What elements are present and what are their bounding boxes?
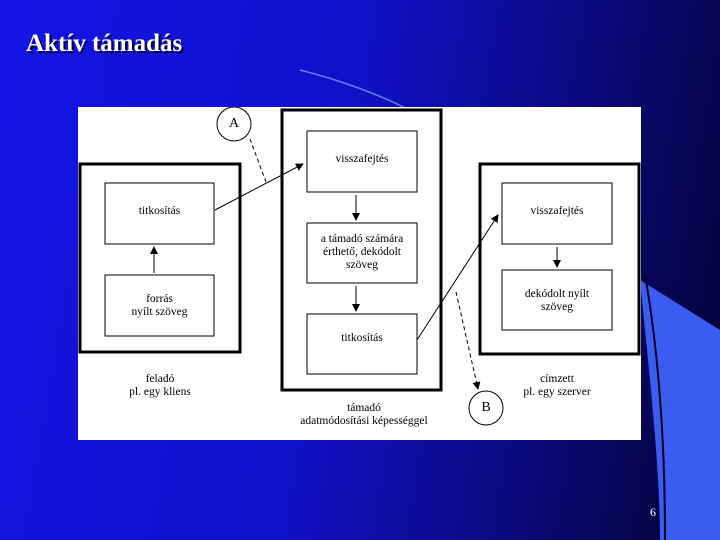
dashed-line-a <box>249 138 267 183</box>
dashed-arrow-b <box>455 291 481 390</box>
receiver-caption-line-2: pl. egy szerver <box>523 386 591 398</box>
attacker-readable-box <box>306 222 418 284</box>
attacker-caption-line-1: támadó <box>347 402 381 414</box>
receiver-plain-line-2: szöveg <box>541 301 573 313</box>
sender-source-box <box>104 274 215 337</box>
receiver-plain-line-1: dekódolt nyílt <box>524 288 590 300</box>
arrow-attacker-to-receiver <box>416 214 499 341</box>
diagram-shapes <box>78 107 641 426</box>
diagram-panel: A B titkosítás forrás nyílt szöveg felad… <box>78 107 641 440</box>
receiver-caption: címzett pl. egy szerver <box>502 373 612 399</box>
receiver-caption-line-1: címzett <box>540 373 574 385</box>
node-b-label: B <box>481 400 491 415</box>
receiver-plain-box <box>501 269 613 331</box>
sender-source-label: forrás nyílt szöveg <box>105 293 214 319</box>
page-number: 6 <box>650 505 656 519</box>
sender-encrypt-label: titkosítás <box>138 205 181 217</box>
node-a-label: A <box>228 116 240 131</box>
node-b-circle <box>468 390 504 426</box>
sender-frame <box>78 162 242 354</box>
sender-source-line-2: nyílt szöveg <box>131 306 188 318</box>
attacker-caption: támadó adatmódosítási képességgel <box>264 402 464 428</box>
receiver-decrypt-box <box>501 182 613 245</box>
receiver-decrypt-label: visszafejtés <box>530 205 584 217</box>
receiver-frame <box>478 162 641 356</box>
attacker-decrypt-box <box>306 130 418 193</box>
sender-caption-line-2: pl. egy kliens <box>129 386 191 398</box>
slide-title: Aktív támadás <box>26 30 183 57</box>
attacker-decrypt-label: visszafejtés <box>335 153 389 165</box>
receiver-plain-label: dekódolt nyílt szöveg <box>502 288 612 314</box>
attacker-encrypt-box <box>306 313 418 375</box>
attacker-frame <box>280 108 443 392</box>
sender-encrypt-box <box>104 182 215 245</box>
attacker-caption-line-2: adatmódosítási képességgel <box>300 415 428 427</box>
attacker-readable-label: a támadó számára érthető, dekódolt szöve… <box>307 233 417 272</box>
sender-caption: feladó pl. egy kliens <box>100 373 220 399</box>
arrow-sender-to-attacker <box>214 163 304 211</box>
attacker-readable-line-3: szöveg <box>346 259 378 271</box>
sender-source-line-1: forrás <box>146 293 173 305</box>
top-arc <box>299 69 406 109</box>
sender-caption-line-1: feladó <box>145 373 175 385</box>
node-a-circle <box>216 107 252 142</box>
attacker-readable-line-1: a támadó számára <box>320 233 404 245</box>
attacker-readable-line-2: érthető, dekódolt <box>323 246 401 258</box>
bottom-right-swoosh <box>640 280 720 540</box>
swoosh-edge <box>644 274 666 540</box>
attacker-encrypt-label: titkosítás <box>341 332 383 344</box>
